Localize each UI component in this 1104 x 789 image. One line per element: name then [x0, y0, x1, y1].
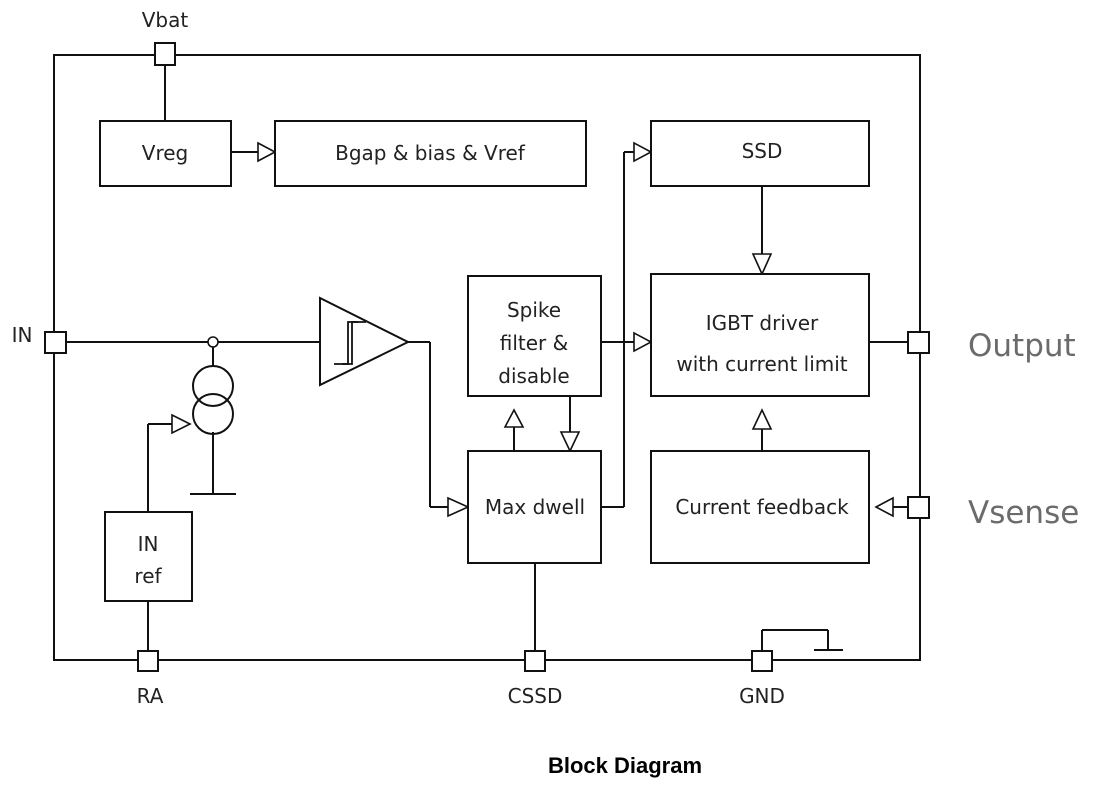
cssd-pin-label: CSSD — [508, 684, 563, 708]
vsense-pin — [907, 496, 930, 519]
ra-pin — [137, 650, 159, 672]
ra-pin-label: RA — [137, 684, 164, 708]
in-ref-block — [104, 511, 193, 602]
igbt-driver-block — [650, 273, 870, 397]
in-pin — [44, 331, 67, 354]
output-pin — [907, 331, 930, 354]
vsense-pin-label: Vsense — [968, 495, 1079, 531]
output-pin-label: Output — [968, 328, 1076, 364]
vbat-pin — [154, 42, 176, 66]
max-dwell-block — [467, 450, 602, 564]
igbt-label-line2: with current limit — [676, 352, 847, 376]
junction-dot — [207, 336, 219, 348]
gnd-pin — [751, 650, 773, 672]
bgap-block — [274, 120, 587, 187]
vreg-label: Vreg — [142, 141, 188, 165]
arrowheads — [171, 141, 894, 518]
gnd-pin-label: GND — [739, 684, 785, 708]
max-dwell-label: Max dwell — [485, 495, 585, 519]
current-feedback-label: Current feedback — [675, 495, 849, 519]
vbat-pin-label: Vbat — [142, 8, 189, 32]
ssd-label: SSD — [742, 139, 783, 163]
ssd-block — [650, 120, 870, 187]
bgap-label: Bgap & bias & Vref — [335, 141, 526, 165]
current-feedback-block — [650, 450, 870, 564]
spike-label-line3: disable — [498, 364, 569, 388]
cssd-pin — [524, 650, 546, 672]
spike-label-line2: filter & — [500, 331, 568, 355]
in-ref-label-line1: IN — [138, 532, 159, 556]
vreg-block — [99, 120, 232, 187]
in-pin-label: IN — [12, 323, 33, 347]
spike-label-line1: Spike — [507, 298, 561, 322]
diagram-caption: Block Diagram — [548, 753, 702, 778]
spike-filter-block — [467, 275, 602, 397]
comparator-symbol — [319, 296, 411, 387]
in-ref-label-line2: ref — [134, 564, 162, 588]
current-source-symbol — [192, 365, 234, 435]
chip-outline — [53, 54, 921, 661]
igbt-label-line1: IGBT driver — [706, 311, 819, 335]
